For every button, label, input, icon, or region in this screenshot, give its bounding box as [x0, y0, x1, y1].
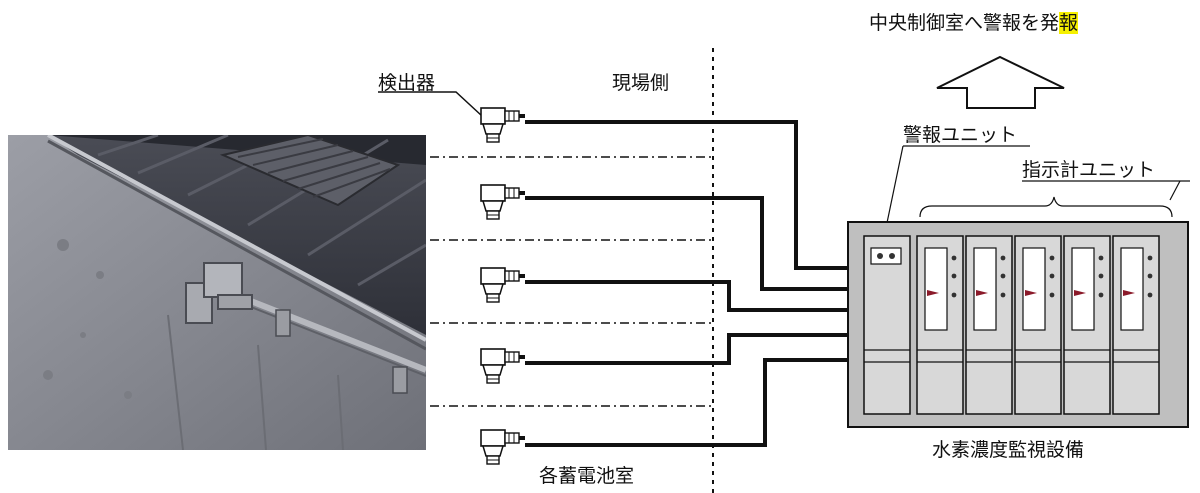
label-monitoring-equipment: 水素濃度監視設備 [932, 439, 1085, 461]
detector-icon [480, 348, 525, 384]
detector-icon [480, 184, 525, 220]
signal-wires [525, 120, 848, 447]
indicator-unit [916, 235, 964, 415]
indicator-units [916, 235, 1160, 415]
indicator-brace [919, 196, 1173, 218]
detector-icon [480, 267, 525, 303]
title-highlighted-char: 報 [1059, 12, 1079, 34]
detector-leader [378, 91, 483, 117]
installation-photo [8, 135, 426, 450]
indicator-unit-leader [1169, 180, 1181, 201]
indicator-unit [965, 235, 1013, 415]
label-indicator-unit: 指示計ユニット [1022, 159, 1156, 181]
title-text: 中央制御室へ警報を発 [869, 12, 1060, 34]
detector-icon [480, 107, 525, 143]
indicator-unit [1112, 235, 1160, 415]
detectors [480, 107, 525, 465]
label-alarm-unit: 警報ユニット [903, 124, 1018, 146]
indicator-unit [1014, 235, 1062, 415]
label-battery-rooms: 各蓄電池室 [539, 465, 635, 487]
title-central-control-alarm: 中央制御室へ警報を発報 [869, 12, 1079, 34]
room-separators [430, 156, 713, 407]
label-detector: 検出器 [378, 72, 436, 94]
label-field-side: 現場側 [612, 72, 670, 94]
alarm-output-arrow [936, 55, 1065, 109]
indicator-unit [1063, 235, 1111, 415]
detector-icon [480, 429, 525, 465]
alarm-unit [863, 235, 911, 415]
